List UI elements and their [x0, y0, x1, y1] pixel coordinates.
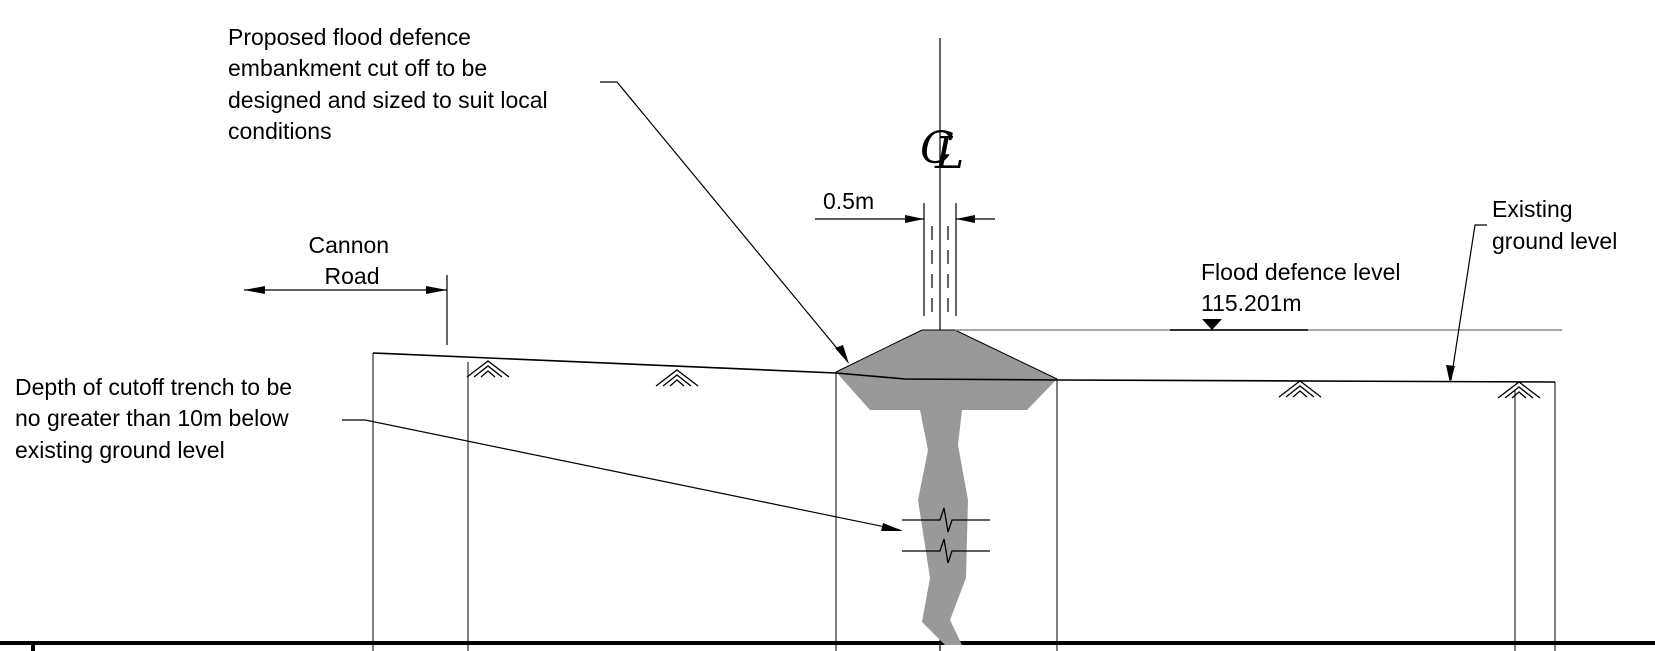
road-arrow-head-left	[244, 286, 265, 294]
ground-hatch-symbol	[466, 360, 1541, 399]
existing-ground-leader-arrow	[1446, 365, 1455, 383]
embankment-cutoff-fill	[836, 330, 1057, 645]
road-label: Cannon Road	[309, 232, 396, 289]
embankment-leader-arrow	[835, 345, 849, 364]
existing-ground-label: Existing ground level	[1492, 196, 1617, 254]
embankment-outline	[835, 329, 1058, 380]
depth-leader-arrow	[881, 523, 903, 531]
flood-level-title: Flood defence level	[1201, 259, 1400, 285]
break-line-symbol	[902, 507, 990, 564]
crest-width-label: 0.5m	[823, 188, 874, 214]
svg-text:L: L	[934, 128, 964, 179]
flood-level-value: 115.201m	[1201, 290, 1302, 316]
depth-note: Depth of cutoff trench to be no greater …	[15, 374, 298, 463]
section-boundary-lines	[372, 353, 1556, 651]
existing-ground-line	[372, 352, 1556, 383]
depth-leader	[342, 419, 901, 531]
crest-dimension-arrow-left	[905, 215, 924, 223]
centreline-symbol: C L	[920, 123, 964, 179]
embankment-note: Proposed flood defence embankment cut of…	[228, 24, 554, 144]
level-triangle-marker	[1202, 319, 1222, 330]
existing-ground-leader	[1450, 224, 1487, 381]
road-arrow-head-right	[426, 286, 447, 294]
embankment-leader	[600, 81, 846, 359]
svg-text:C: C	[920, 123, 954, 174]
crest-dimension-arrow-right	[956, 215, 975, 223]
